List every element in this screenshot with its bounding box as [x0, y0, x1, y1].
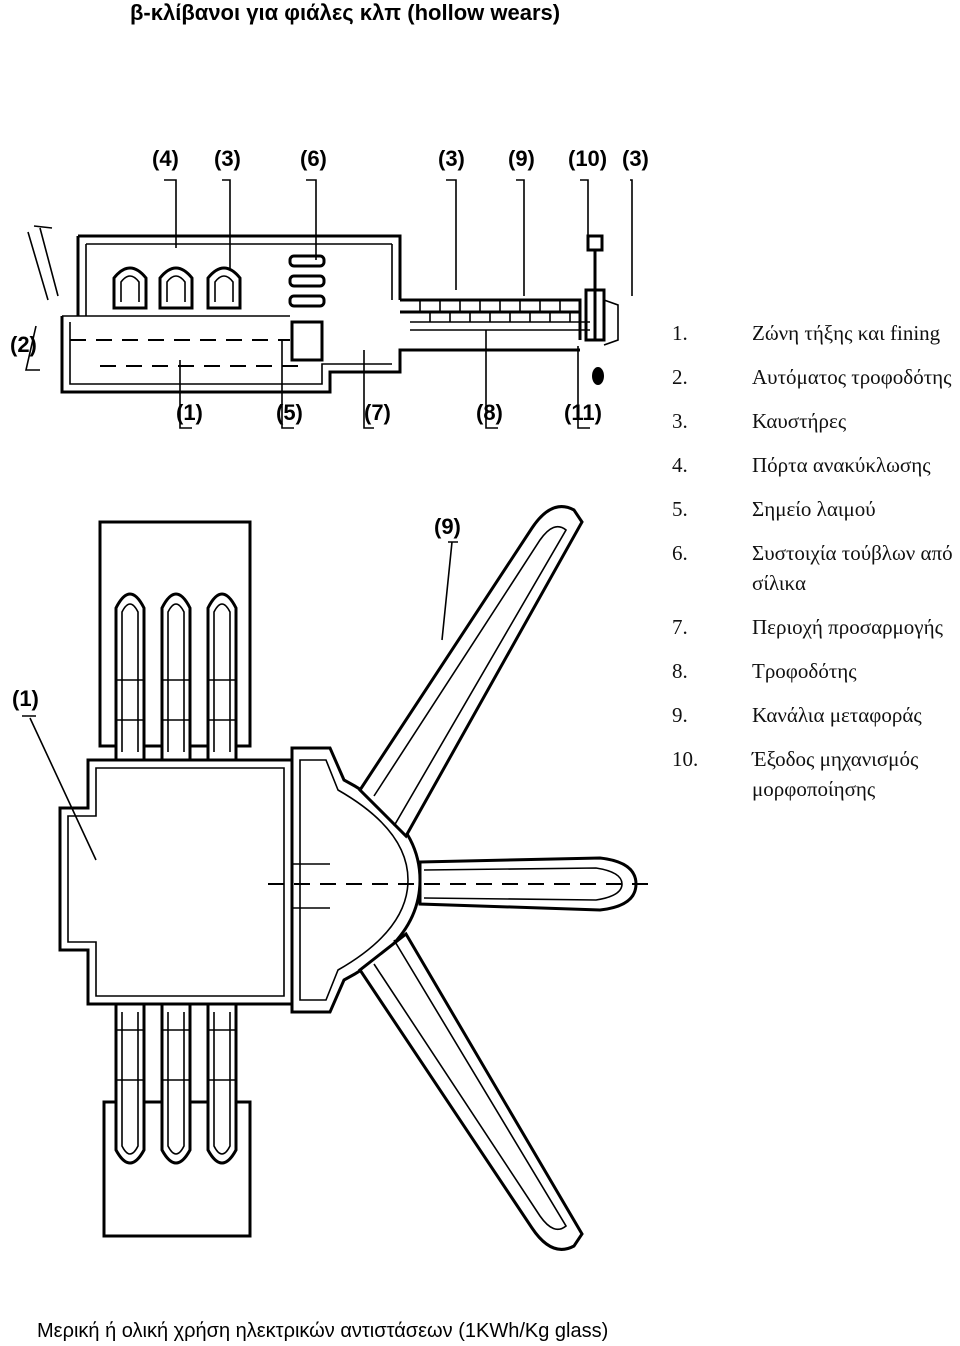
callout-top-3: (3)	[438, 146, 465, 171]
furnace-crown-inner	[85, 243, 393, 316]
melter-inner	[67, 767, 285, 997]
batch-feeder-shape	[27, 225, 59, 301]
melting-tank	[60, 316, 580, 394]
channel-upper	[358, 505, 584, 839]
callout-side: (2)	[10, 332, 37, 357]
callout-plan-channel: (9)	[434, 514, 461, 539]
callout-top-5: (10)	[568, 146, 607, 171]
melting-tank-inner	[62, 315, 392, 385]
legend-item: 3. Καυστήρες	[672, 406, 960, 436]
melter-body	[58, 758, 294, 1006]
forehearth-bricks	[419, 300, 571, 322]
legend-list: 1. Ζώνη τήξης και fining 2. Αυτόματος τροφ…	[672, 318, 960, 818]
footer-caption: Μερική ή ολική χρήση ηλεκτρικών αντιστάσ…	[37, 1320, 609, 1342]
legend-text: Συστοιχία τούβλων από σίλικα	[752, 541, 953, 595]
legend-item: 7. Περιοχή προσαρμογής	[672, 612, 960, 642]
legend-item: 9. Κανάλια μεταφοράς	[672, 700, 960, 730]
legend-text: Τροφοδότης	[752, 659, 857, 683]
callout-plan-melter: (1)	[12, 686, 39, 711]
channel-lower	[357, 931, 584, 1251]
callout-top-1: (3)	[214, 146, 241, 171]
legend-text: Αυτόματος τροφοδότης	[752, 365, 952, 389]
legend-num: 1.	[672, 321, 688, 345]
legend-item: 1. Ζώνη τήξης και fining	[672, 318, 960, 348]
channel-lower-inner	[373, 939, 568, 1231]
silica-bricks	[288, 254, 326, 308]
glass-level	[70, 339, 300, 367]
callout-top-0: (4)	[152, 146, 179, 171]
legend-text: Σημείο λαιμού	[752, 497, 876, 521]
callout-top-2: (6)	[300, 146, 327, 171]
legend-num: 5.	[672, 497, 688, 521]
plan-channel-leader	[441, 541, 458, 641]
legend-text: Κανάλια μεταφοράς	[752, 703, 922, 727]
legend-text: Πόρτα ανακύκλωσης	[752, 453, 931, 477]
channel-upper-inner	[373, 525, 568, 827]
feeder-spout	[584, 234, 619, 385]
callout-bottom-4: (11)	[564, 400, 602, 425]
legend-num: 10.	[672, 747, 699, 771]
top-ports	[114, 592, 238, 762]
plan-view: (9) (1)	[12, 505, 650, 1251]
working-end-inner	[292, 759, 409, 1001]
legend-text: Καυστήρες	[752, 409, 847, 433]
side-elevation: (4) (3) (6) (3) (9) (10) (3) (1) (5) (7)…	[10, 146, 649, 429]
legend-item: 4. Πόρτα ανακύκλωσης	[672, 450, 960, 480]
legend-item: 5. Σημείο λαιμού	[672, 494, 960, 524]
legend-text: Ζώνη τήξης και fining	[752, 321, 941, 345]
legend-text: Έξοδος μηχανισμός μορφοποίησης	[752, 747, 919, 801]
legend-num: 9.	[672, 703, 688, 727]
legend-num: 8.	[672, 659, 688, 683]
port-arches	[112, 266, 242, 310]
forehearth-channel	[410, 321, 590, 331]
callout-bottom-2: (7)	[364, 400, 391, 425]
plan-melter-leader	[22, 715, 97, 861]
side-callouts: (4) (3) (6) (3) (9) (10) (3) (1) (5) (7)…	[10, 146, 649, 429]
legend-num: 6.	[672, 541, 688, 565]
throat-block	[290, 320, 324, 362]
legend-num: 2.	[672, 365, 688, 389]
legend-num: 4.	[672, 453, 688, 477]
legend-item: 10. Έξοδος μηχανισμός μορφοποίησης	[672, 744, 960, 804]
legend-item: 6. Συστοιχία τούβλων από σίλικα	[672, 538, 960, 598]
legend-text: Περιοχή προσαρμογής	[752, 615, 943, 639]
callout-bottom-1: (5)	[276, 400, 303, 425]
callout-top-6: (3)	[622, 146, 649, 171]
legend-item: 2. Αυτόματος τροφοδότης	[672, 362, 960, 392]
furnace-crown	[76, 234, 402, 316]
bottom-ports	[114, 1002, 238, 1165]
callout-bottom-0: (1)	[176, 400, 203, 425]
callout-top-4: (9)	[508, 146, 535, 171]
legend-item: 8. Τροφοδότης	[672, 656, 960, 686]
legend-num: 7.	[672, 615, 688, 639]
page-title: β-κλίβανοι για φιάλες κλπ (hollow wears)	[130, 0, 561, 25]
callout-bottom-3: (8)	[476, 400, 503, 425]
legend-num: 3.	[672, 409, 688, 433]
